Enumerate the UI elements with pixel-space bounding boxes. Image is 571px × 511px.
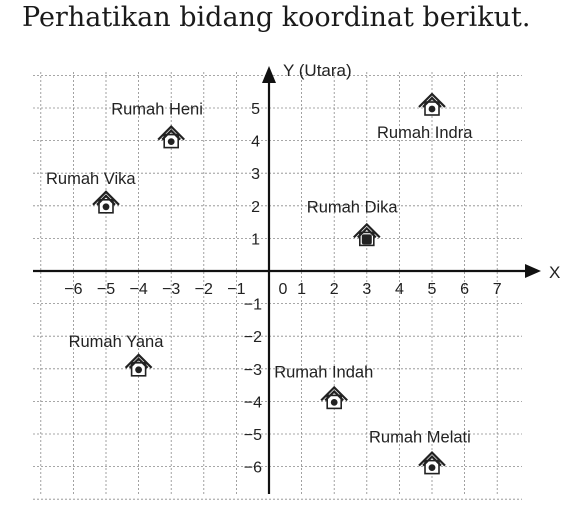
house-label: Rumah Melati [369, 429, 471, 447]
house-icon [418, 92, 446, 116]
axes [33, 66, 541, 494]
house-icon [353, 222, 381, 247]
y-tick-label: −5 [244, 427, 262, 444]
y-tick-label: 2 [251, 199, 260, 216]
y-axis-arrow [262, 66, 276, 83]
y-tick-label: 4 [251, 134, 260, 151]
house-label: Rumah Vika [46, 170, 136, 188]
y-axis-label: Y (Utara) [283, 61, 352, 80]
x-tick-label: −4 [129, 281, 147, 298]
y-tick-label: 5 [251, 101, 260, 118]
y-tick-label: −2 [244, 329, 262, 346]
y-tick-label: −4 [244, 394, 262, 411]
x-tick-label: −1 [227, 281, 245, 298]
x-tick-label: −2 [195, 281, 213, 298]
house-label: Rumah Heni [111, 101, 203, 119]
x-tick-label: 0 [279, 281, 288, 298]
y-tick-label: 1 [251, 231, 260, 248]
x-tick-label: −3 [162, 281, 180, 298]
x-tick-label: 2 [330, 281, 339, 298]
page-heading: Perhatikan bidang koordinat berikut. [22, 2, 531, 33]
house-label: Rumah Yana [69, 333, 165, 351]
x-tick-label: 1 [297, 281, 306, 298]
x-axis-arrow [525, 264, 541, 278]
x-tick-label: −5 [97, 281, 115, 298]
x-tick-label: 4 [395, 281, 404, 298]
house-label: Rumah Dika [307, 198, 399, 216]
y-tick-label: −3 [244, 362, 262, 379]
y-tick-label: −1 [244, 297, 262, 314]
house-icon [92, 190, 120, 214]
house-icon [320, 385, 348, 410]
y-tick-label: 3 [251, 166, 260, 183]
x-tick-label: −6 [64, 281, 82, 298]
x-tick-label: 6 [460, 281, 469, 298]
house-icon [124, 353, 153, 377]
grid [33, 72, 522, 500]
house-label: Rumah Indah [274, 363, 373, 381]
house-label: Rumah Indra [377, 124, 473, 142]
y-tick-label: −6 [244, 460, 262, 477]
x-axis-label: X [549, 263, 560, 282]
x-tick-label: 5 [428, 281, 437, 298]
house-icon [157, 125, 185, 149]
x-tick-label: 3 [362, 281, 371, 298]
house-icon [418, 451, 446, 475]
x-tick-label: 7 [493, 281, 502, 298]
